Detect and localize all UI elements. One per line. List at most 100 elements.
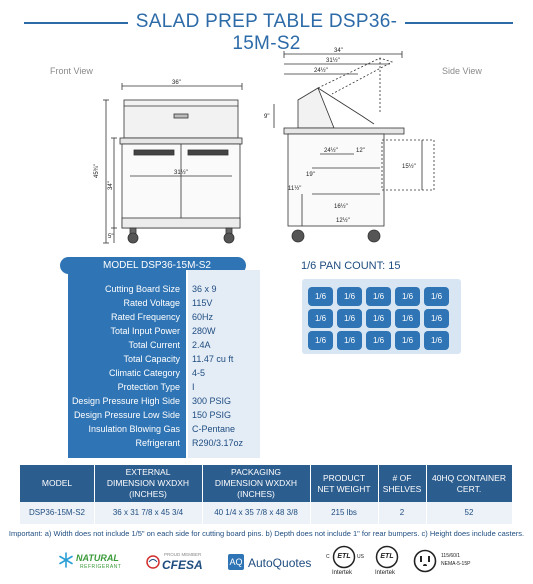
table-row — [20, 502, 512, 524]
intertek-label-1: Intertek — [332, 570, 353, 576]
page-title: SALAD PREP TABLE DSP36-15M-S2 — [135, 11, 398, 54]
cfesa-globe-icon — [146, 555, 160, 569]
etl-badge-text-1: ETL — [337, 553, 351, 560]
title-bar: SALAD PREP TABLE DSP36-15M-S2 — [0, 8, 533, 54]
dim-front-height: 45¾" — [94, 164, 100, 178]
dim-side-g: 19" — [306, 172, 315, 178]
spec-row: Climatic Category 4-5 — [68, 366, 260, 380]
pan-cell: 1/6 — [395, 287, 420, 306]
spec-divider — [186, 270, 188, 458]
dim-side-i: 16½" — [334, 203, 348, 210]
spec-row: Design Pressure Low Side 150 PSIG — [68, 408, 260, 422]
pan-cell: 1/6 — [308, 287, 333, 306]
spec-row: Refrigerant R290/3.17oz — [68, 436, 260, 450]
title-rule-right — [405, 22, 513, 24]
spec-label: Rated Frequency — [110, 312, 180, 322]
table-header-cell: PACKAGING DIMENSION WXDXH (INCHES) — [214, 467, 298, 499]
table-header-cell: PRODUCT NET WEIGHT — [317, 472, 371, 494]
table-cell-shelves: 2 — [399, 508, 405, 517]
spec-label-column — [68, 270, 186, 458]
pan-cell: 1/6 — [337, 331, 362, 350]
table-cell-model: DSP36-15M-S2 — [28, 508, 86, 517]
spec-label: Insulation Blowing Gas — [88, 424, 180, 434]
dim-side-e: 12" — [356, 148, 365, 154]
spec-value: 36 x 9 — [192, 284, 217, 294]
spec-row: Cutting Board Size 36 x 9 — [68, 282, 260, 296]
spec-value: 11.47 cu ft — [192, 354, 234, 364]
spec-value: 280W — [192, 326, 216, 336]
spec-label: Protection Type — [117, 382, 180, 392]
side-view-drawing: 34" 31½" 24½" 9" 24½" 12" 15½" 19" 11½" … — [264, 48, 435, 243]
spec-label: Design Pressure High Side — [71, 396, 180, 406]
natural-logo-text: NATURAL — [76, 553, 119, 563]
spec-label: Design Pressure Low Side — [73, 410, 180, 420]
side-view-label: Side View — [442, 66, 482, 76]
intertek-label-2: Intertek — [375, 570, 396, 576]
table-cell-container: 52 — [464, 508, 474, 517]
table-col-sep — [310, 465, 311, 524]
spec-value: C-Pentane — [192, 424, 236, 434]
spec-row: Total Capacity 11.47 cu ft — [68, 352, 260, 366]
dim-side-h: 11½" — [288, 185, 301, 192]
spec-value: 60Hz — [192, 312, 214, 322]
spec-value: R290/3.17oz — [192, 438, 244, 448]
dim-side-total: 34" — [334, 48, 343, 54]
spec-row: Rated Voltage 115V — [68, 296, 260, 310]
spec-label: Total Current — [128, 340, 180, 350]
pan-cell: 1/6 — [424, 331, 449, 350]
table-cell-packaging: 40 1/4 x 35 7/8 x 48 3/8 — [214, 508, 298, 517]
plug-rating: 115/60/1 — [441, 553, 461, 559]
model-tab: MODEL DSP36-15M-S2 — [68, 257, 246, 274]
dim-side-f: 15½" — [402, 163, 416, 170]
spec-value: 300 PSIG — [192, 396, 232, 406]
spec-row: Insulation Blowing Gas C-Pentane — [68, 422, 260, 436]
autoquotes-logo-text: AutoQuotes — [248, 556, 312, 570]
dim-side-a: 31½" — [326, 57, 340, 64]
table-header-cell: EXTERNAL DIMENSION WXDXH (INCHES) — [106, 467, 190, 499]
etl-badge-text-2: ETL — [380, 553, 394, 560]
pan-cell: 1/6 — [424, 309, 449, 328]
cfesa-logo-text: CFESA — [162, 558, 203, 572]
table-col-sep — [378, 465, 379, 524]
table-header-cell: 40HQ CONTAINER CERT. — [432, 472, 506, 494]
table-header — [20, 465, 512, 502]
pan-cell: 1/6 — [337, 309, 362, 328]
etl-badge-icon — [332, 545, 356, 569]
title-rule-left — [24, 22, 128, 24]
aq-logo-text: AQ — [229, 557, 243, 567]
spec-value: 4-5 — [192, 368, 206, 378]
dim-side-d: 24½" — [324, 147, 338, 154]
etl-us-label: US — [357, 554, 364, 560]
spec-value: I — [192, 382, 195, 392]
spec-row: Design Pressure High Side 300 PSIG — [68, 394, 260, 408]
natural-logo-subtext: REFRIGERANT — [80, 564, 122, 570]
aq-logo-box — [228, 554, 244, 570]
etl-c-label: C — [326, 554, 330, 560]
spec-value: 2.4A — [192, 340, 211, 350]
table-cell-weight: 215 lbs — [331, 508, 357, 517]
spec-panel: Cutting Board Size 36 x 9 Rated Voltage … — [68, 270, 260, 458]
dim-front-inner: 31½" — [174, 169, 188, 176]
dim-front-height2: 34" — [108, 181, 114, 190]
pan-cell: 1/6 — [308, 309, 333, 328]
pan-cell: 1/6 — [395, 309, 420, 328]
nema-plug-icon — [413, 549, 437, 573]
spec-row: Total Current 2.4A — [68, 338, 260, 352]
spec-row: Rated Frequency 60Hz — [68, 310, 260, 324]
dim-side-c: 9" — [264, 114, 269, 120]
table-col-sep — [202, 465, 203, 524]
pan-count-title: 1/6 PAN COUNT: 15 — [301, 260, 401, 272]
pan-cell: 1/6 — [308, 331, 333, 350]
cfesa-proud-member: PROUD MEMBER — [164, 552, 202, 557]
dim-side-b: 24½" — [314, 67, 328, 74]
spec-label: Climatic Category — [108, 368, 180, 378]
dim-side-j: 12½" — [336, 217, 350, 224]
etl-sanitation-icon — [375, 545, 399, 569]
important-note: Important: a) Width does not include 1/5… — [8, 529, 525, 538]
spec-label: Rated Voltage — [123, 298, 180, 308]
spec-label: Total Capacity — [123, 354, 180, 364]
spec-row: Protection Type I — [68, 380, 260, 394]
front-view-drawing: 36" 31½" 45¾" 34" 5" — [94, 80, 243, 244]
spec-value: 115V — [192, 298, 213, 308]
